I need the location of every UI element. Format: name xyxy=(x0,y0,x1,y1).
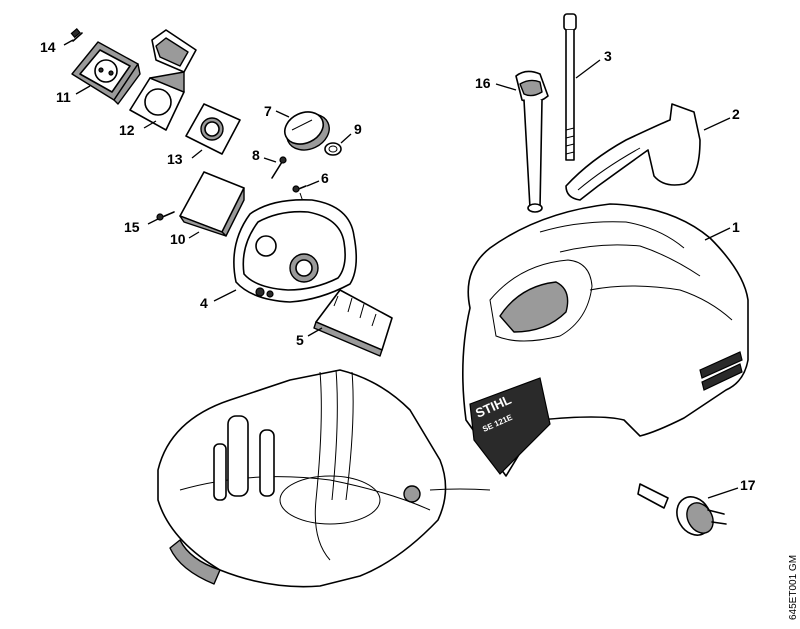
label-11: 11 xyxy=(56,89,71,105)
part-14-screw[interactable] xyxy=(63,28,83,46)
part-15-screw[interactable] xyxy=(147,211,175,225)
part-7-knob[interactable] xyxy=(275,106,335,157)
callout-labels: 14 11 12 13 7 9 8 6 15 10 4 5 16 3 2 1 1… xyxy=(40,39,756,493)
part-11-socket[interactable] xyxy=(71,41,141,105)
base-housing xyxy=(157,369,491,588)
part-5-switch[interactable] xyxy=(307,289,393,357)
label-5: 5 xyxy=(296,332,304,348)
label-12: 12 xyxy=(119,122,135,138)
part-3-rod[interactable] xyxy=(563,13,601,161)
part-13-gasket[interactable] xyxy=(185,103,241,159)
label-6: 6 xyxy=(321,170,329,186)
label-2: 2 xyxy=(732,106,740,122)
label-7: 7 xyxy=(264,103,272,119)
drawing-reference: 645ET001 GM xyxy=(788,555,799,620)
part-17-power-plug[interactable] xyxy=(637,483,739,541)
label-4: 4 xyxy=(200,295,208,311)
label-1: 1 xyxy=(732,219,740,235)
part-4-control-panel[interactable] xyxy=(213,198,358,303)
part-1-top-cover[interactable]: STIHL SE 121E xyxy=(462,203,749,477)
part-9-o-ring[interactable] xyxy=(324,133,352,156)
label-9: 9 xyxy=(354,121,362,137)
label-13: 13 xyxy=(167,151,183,167)
label-17: 17 xyxy=(740,477,756,493)
label-10: 10 xyxy=(170,231,186,247)
part-8-screw[interactable] xyxy=(263,156,287,179)
label-16: 16 xyxy=(475,75,491,91)
part-10-socket-cap[interactable] xyxy=(179,171,245,239)
part-16-selector[interactable] xyxy=(495,70,549,213)
label-14: 14 xyxy=(40,39,56,55)
label-8: 8 xyxy=(252,147,260,163)
part-2-handle[interactable] xyxy=(565,103,731,201)
label-15: 15 xyxy=(124,219,140,235)
part-12-socket-cover[interactable] xyxy=(129,29,197,131)
label-3: 3 xyxy=(604,48,612,64)
